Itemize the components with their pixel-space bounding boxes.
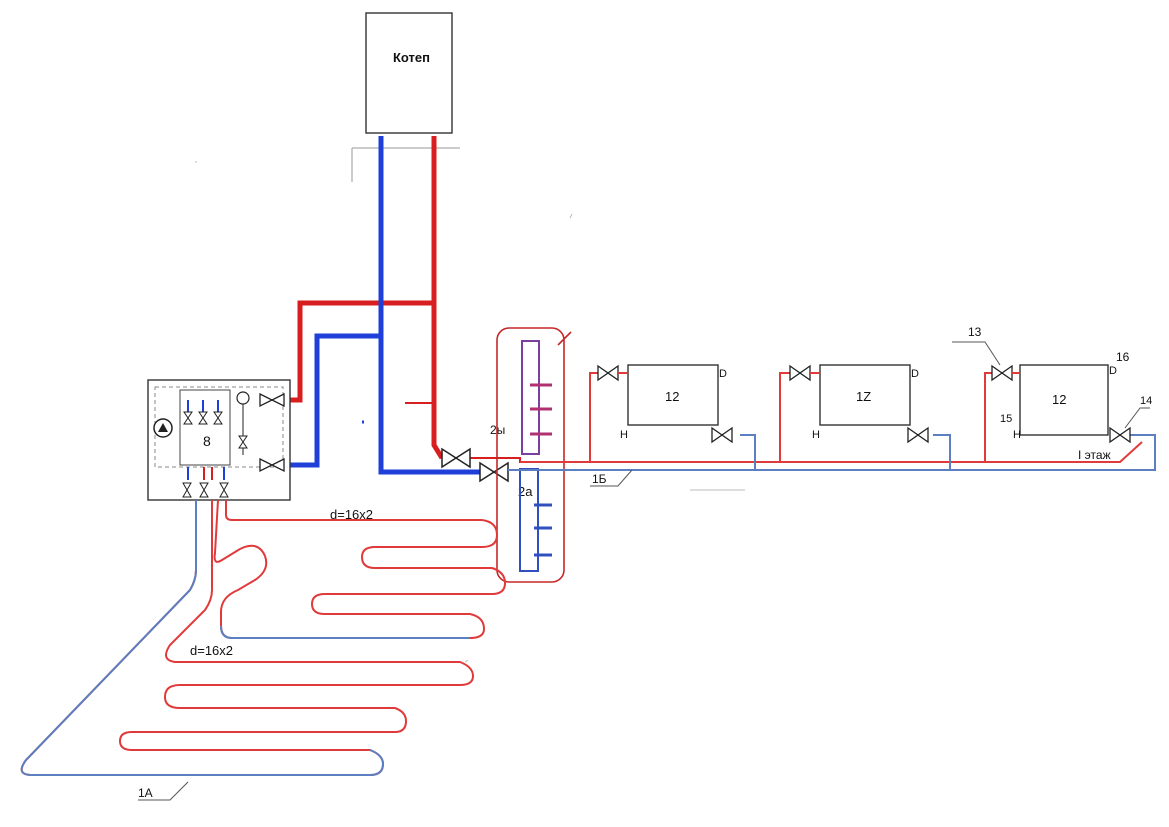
main-return-pipe <box>286 136 480 475</box>
svg-text:H: H <box>812 429 820 441</box>
radiator-1-label: 12 <box>665 389 679 404</box>
ref-14-leader <box>1124 407 1150 429</box>
floor-manifold: 8 <box>147 379 291 501</box>
loop-1a-leader <box>138 781 189 801</box>
highlight-frame <box>496 327 565 583</box>
ref-15-label: 15 <box>1000 413 1012 425</box>
scan-artifacts <box>195 161 745 663</box>
supply-to-manifold <box>286 300 434 403</box>
radiator-2-box <box>819 364 911 426</box>
boiler-label: Котеп <box>393 50 430 65</box>
svg-text:D: D <box>911 368 919 380</box>
svg-text:H: H <box>620 429 628 441</box>
return-riser <box>378 136 480 475</box>
radiator-return-line <box>508 434 1156 471</box>
radiator-supply-line <box>520 372 1143 463</box>
ref-13-label: 13 <box>968 325 982 339</box>
collector-highlight <box>496 327 572 583</box>
valve-2a-label: 2а <box>518 484 533 499</box>
svg-text:D: D <box>719 368 727 380</box>
return-overlay-upper <box>220 625 470 639</box>
boiler-box <box>365 12 453 134</box>
floor-loop-upper <box>213 499 507 639</box>
return-to-manifold <box>286 333 381 468</box>
ref-13-leader <box>952 341 1001 366</box>
floor-loop-upper-path <box>213 499 507 639</box>
loop-1a-label: 1А <box>138 786 153 800</box>
radiator-3-label: 12 <box>1052 392 1066 407</box>
svg-text:D: D <box>1109 365 1117 377</box>
radiator-3-box <box>1019 364 1109 436</box>
pipe-size-label-lower: d=16x2 <box>190 643 233 658</box>
supply-collector <box>521 340 540 455</box>
radiator-1: 12 D H <box>597 364 733 444</box>
main-valve-supply <box>441 447 471 469</box>
line-1b-leader <box>590 469 633 487</box>
ref-14-label: 14 <box>1140 395 1152 407</box>
thermostat-icon <box>236 391 250 405</box>
radiator-2-label: 1Z <box>856 389 871 404</box>
radiator-1-box <box>627 364 719 426</box>
radiator-2: 1Z D H <box>789 364 929 444</box>
main-valve-return <box>479 461 509 483</box>
supply-riser <box>431 136 445 460</box>
floor-label: I этаж <box>1078 448 1111 462</box>
radiator-3: 12 D H <box>991 364 1131 444</box>
svg-text:H: H <box>1013 429 1021 441</box>
floor-loop-return-overlay <box>20 500 470 776</box>
line-1b-label: 1Б <box>592 472 607 486</box>
return-overlay-lower <box>20 500 385 776</box>
pipe-size-label-upper: d=16x2 <box>330 507 373 522</box>
boiler: Котеп <box>351 12 460 182</box>
main-supply-pipe <box>286 136 590 463</box>
ref-16-label: 16 <box>1116 350 1130 364</box>
manifold-label: 8 <box>203 433 211 449</box>
